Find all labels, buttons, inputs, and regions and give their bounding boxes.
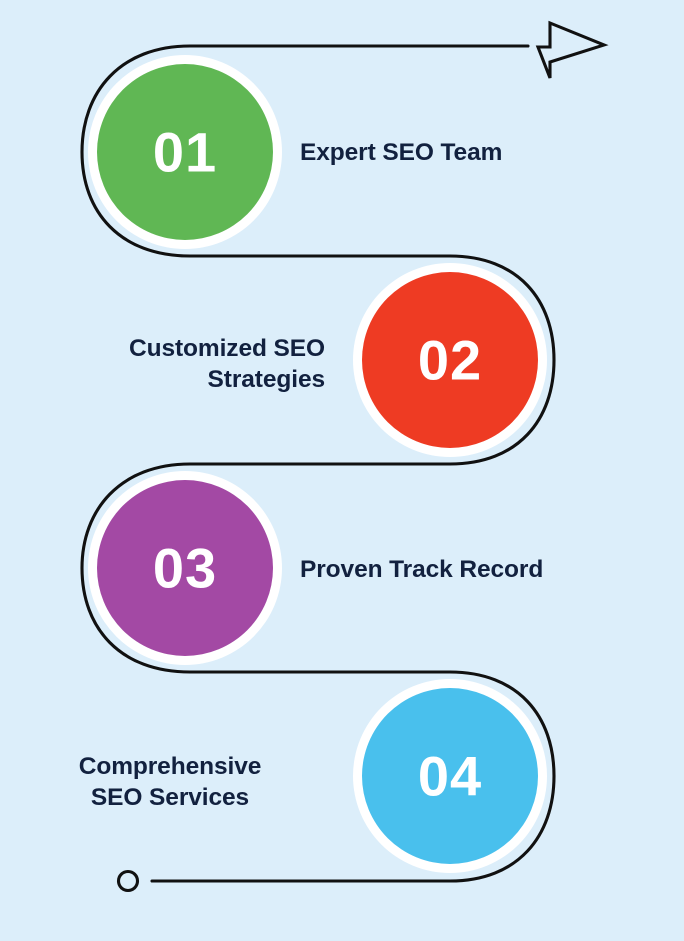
step-circle-1-disc — [97, 64, 273, 240]
step-label-2: Customized SEO Strategies — [129, 335, 325, 393]
arrowhead-right-icon — [535, 20, 609, 79]
step-number-1: 01 — [153, 121, 217, 184]
step-number-2: 02 — [418, 329, 482, 392]
step-circle-2[interactable]: 02 — [362, 272, 538, 448]
step-circle-1[interactable]: 01 — [97, 64, 273, 240]
step-circle-2-disc — [362, 272, 538, 448]
step-number-4: 04 — [418, 745, 482, 808]
flow-path — [80, 44, 556, 883]
step-label-1: Expert SEO Team — [300, 139, 503, 166]
step-label-3: Proven Track Record — [300, 556, 544, 583]
circle-outline-endpoint — [116, 869, 140, 893]
step-label-4: Comprehensive SEO Services — [78, 753, 262, 811]
step-number-3: 03 — [153, 537, 217, 600]
step-circle-3-disc — [97, 480, 273, 656]
step-circle-3[interactable]: 03 — [97, 480, 273, 656]
step-circle-4[interactable]: 04 — [362, 688, 538, 864]
step-circle-4-disc — [362, 688, 538, 864]
